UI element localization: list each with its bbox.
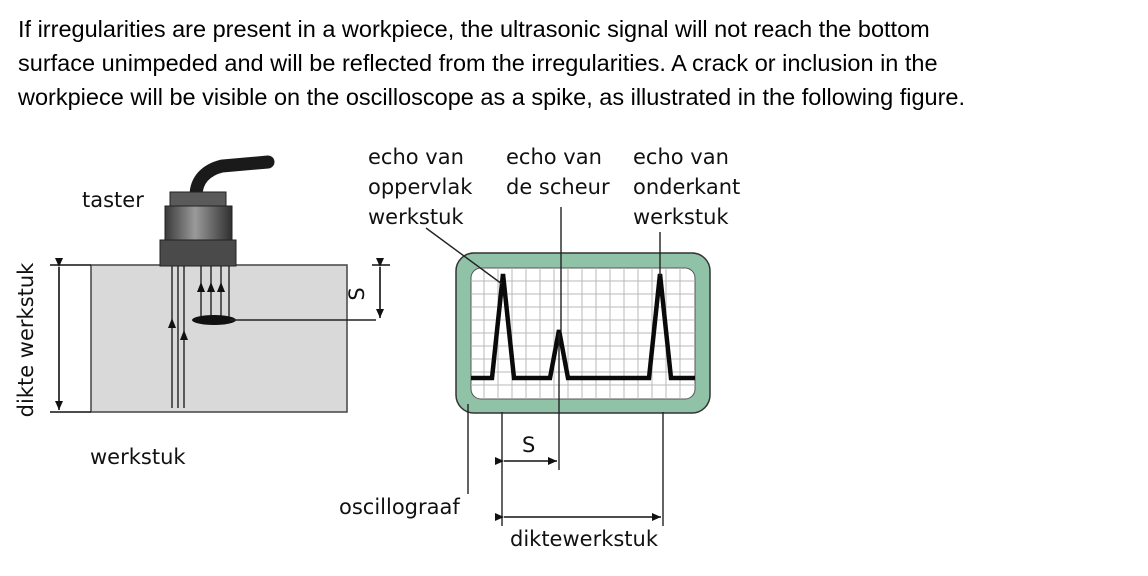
- thickness-dimension: [50, 258, 91, 413]
- wave-paths: [171, 266, 230, 408]
- s-dimension-scope: [495, 333, 560, 526]
- thickness-label: dikte werkstuk: [14, 262, 38, 418]
- wave-arrows: [168, 282, 225, 340]
- s-label-left: S: [345, 287, 369, 300]
- intro-line-3: workpiece will be visible on the oscillo…: [18, 84, 966, 110]
- echo-surface-label: echo van oppervlak werkstuk: [368, 145, 479, 229]
- probe-icon: [159, 191, 237, 267]
- signal-trace: [471, 273, 695, 381]
- thickness-scope-label: diktewerkstuk: [510, 527, 659, 551]
- probe-cable: [189, 155, 275, 203]
- probe-label: taster: [82, 188, 144, 212]
- echo-bottom-label: echo van onderkant werkstuk: [633, 145, 747, 229]
- intro-line-2: surface unimpeded and will be reflected …: [18, 50, 938, 76]
- crack: [192, 315, 236, 325]
- thickness-dimension-scope: [495, 412, 664, 526]
- s-dimension-left: [372, 258, 390, 318]
- oscilloscope-screen: [455, 252, 711, 414]
- oscilloscope-label: oscillograaf: [339, 495, 460, 519]
- s-label-scope: S: [522, 433, 535, 457]
- intro-paragraph: If irregularities are present in a workp…: [18, 12, 1128, 114]
- echo-leader-lines: [425, 207, 661, 331]
- workpiece-label: werkstuk: [90, 445, 186, 469]
- intro-line-1: If irregularities are present in a workp…: [18, 16, 930, 42]
- echo-crack-label: echo van de scheur: [506, 145, 610, 199]
